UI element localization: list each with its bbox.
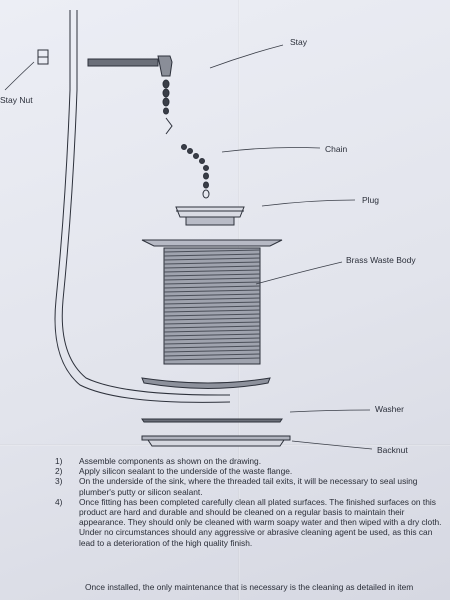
plug-leader (261, 199, 356, 207)
washer-label: Washer (375, 404, 404, 414)
stay-nut-label: Stay Nut (0, 95, 33, 105)
washer-shape (141, 377, 271, 389)
stay-leader (209, 44, 284, 69)
overflow-pipe (54, 10, 231, 403)
instructions-list: 1) Assemble components as shown on the d… (55, 456, 445, 548)
stay-nut-leader (4, 61, 35, 91)
stay-label: Stay (290, 37, 308, 47)
flat-washer-shape (141, 418, 283, 423)
backnut-shape (141, 435, 291, 447)
brass-waste-body-shape (163, 247, 261, 365)
chain-label: Chain (325, 144, 348, 154)
waste-flange-shape (141, 239, 283, 247)
instruction-step: 2) Apply silicon sealant to the undersid… (55, 466, 293, 477)
instruction-step: 4) Once fitting has been completed caref… (55, 496, 442, 548)
instruction-step: 3) On the underside of the sink, where t… (55, 476, 418, 497)
chain-leader (221, 147, 321, 153)
brass-waste-body-leader (255, 261, 343, 285)
chain-shape (162, 79, 210, 199)
plug-shape (175, 206, 245, 226)
instruction-step: 1) Assemble components as shown on the d… (55, 456, 262, 466)
overflow-pipe-inner (61, 10, 231, 396)
washer-leader (289, 409, 371, 413)
maintenance-note: Once installed, the only maintenance tha… (85, 582, 414, 592)
backnut-leader (291, 440, 373, 450)
brass-waste-body-label: Brass Waste Body (346, 255, 416, 265)
backnut-label: Backnut (377, 445, 408, 455)
plug-label: Plug (362, 195, 380, 205)
stay-shape (87, 55, 173, 77)
